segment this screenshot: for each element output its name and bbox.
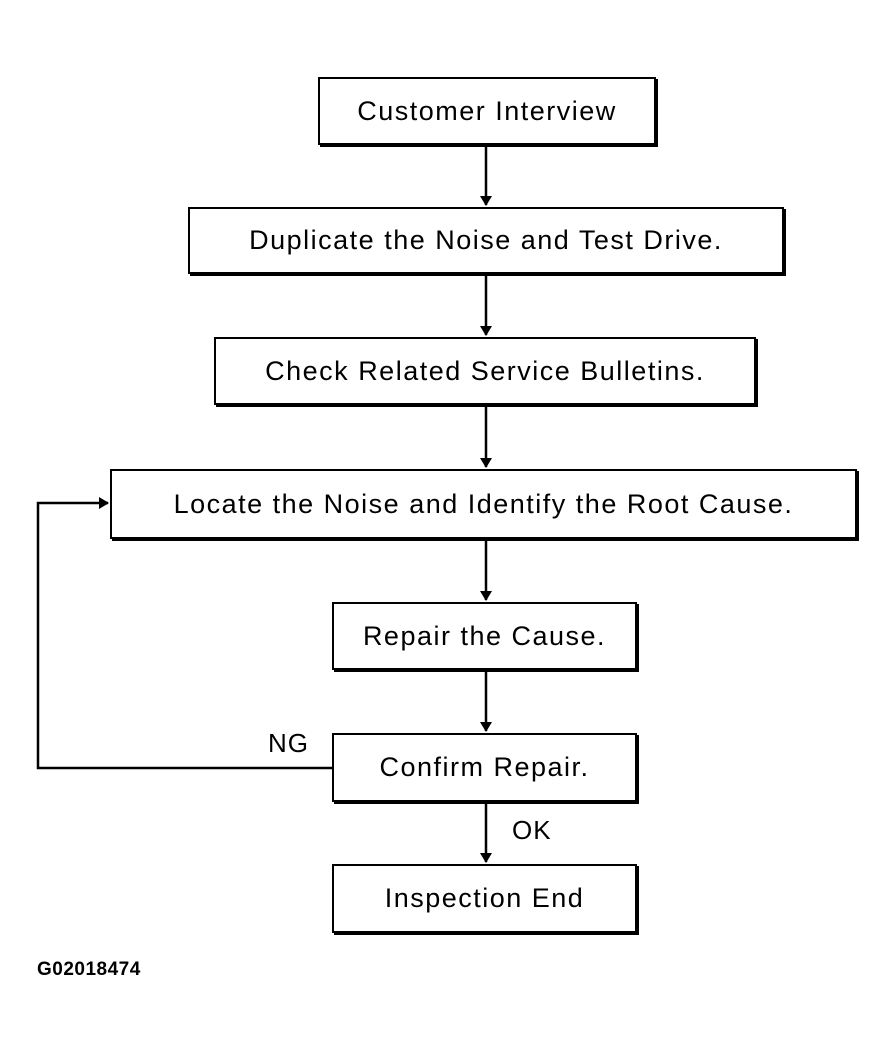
step-repair-cause: Repair the Cause. xyxy=(332,602,637,670)
branch-label-ng: NG xyxy=(268,728,309,758)
step-inspection-end: Inspection End xyxy=(332,864,637,933)
step-locate-root-cause: Locate the Noise and Identify the Root C… xyxy=(110,469,857,539)
step-check-bulletins: Check Related Service Bulletins. xyxy=(214,337,756,405)
step-customer-interview: Customer Interview xyxy=(318,77,656,145)
branch-label-ok: OK xyxy=(512,815,552,845)
step-duplicate-noise: Duplicate the Noise and Test Drive. xyxy=(188,207,784,274)
figure-code: G02018474 xyxy=(37,959,141,980)
step-confirm-repair: Confirm Repair. xyxy=(332,733,637,802)
arrow-ng-loop xyxy=(36,497,332,770)
